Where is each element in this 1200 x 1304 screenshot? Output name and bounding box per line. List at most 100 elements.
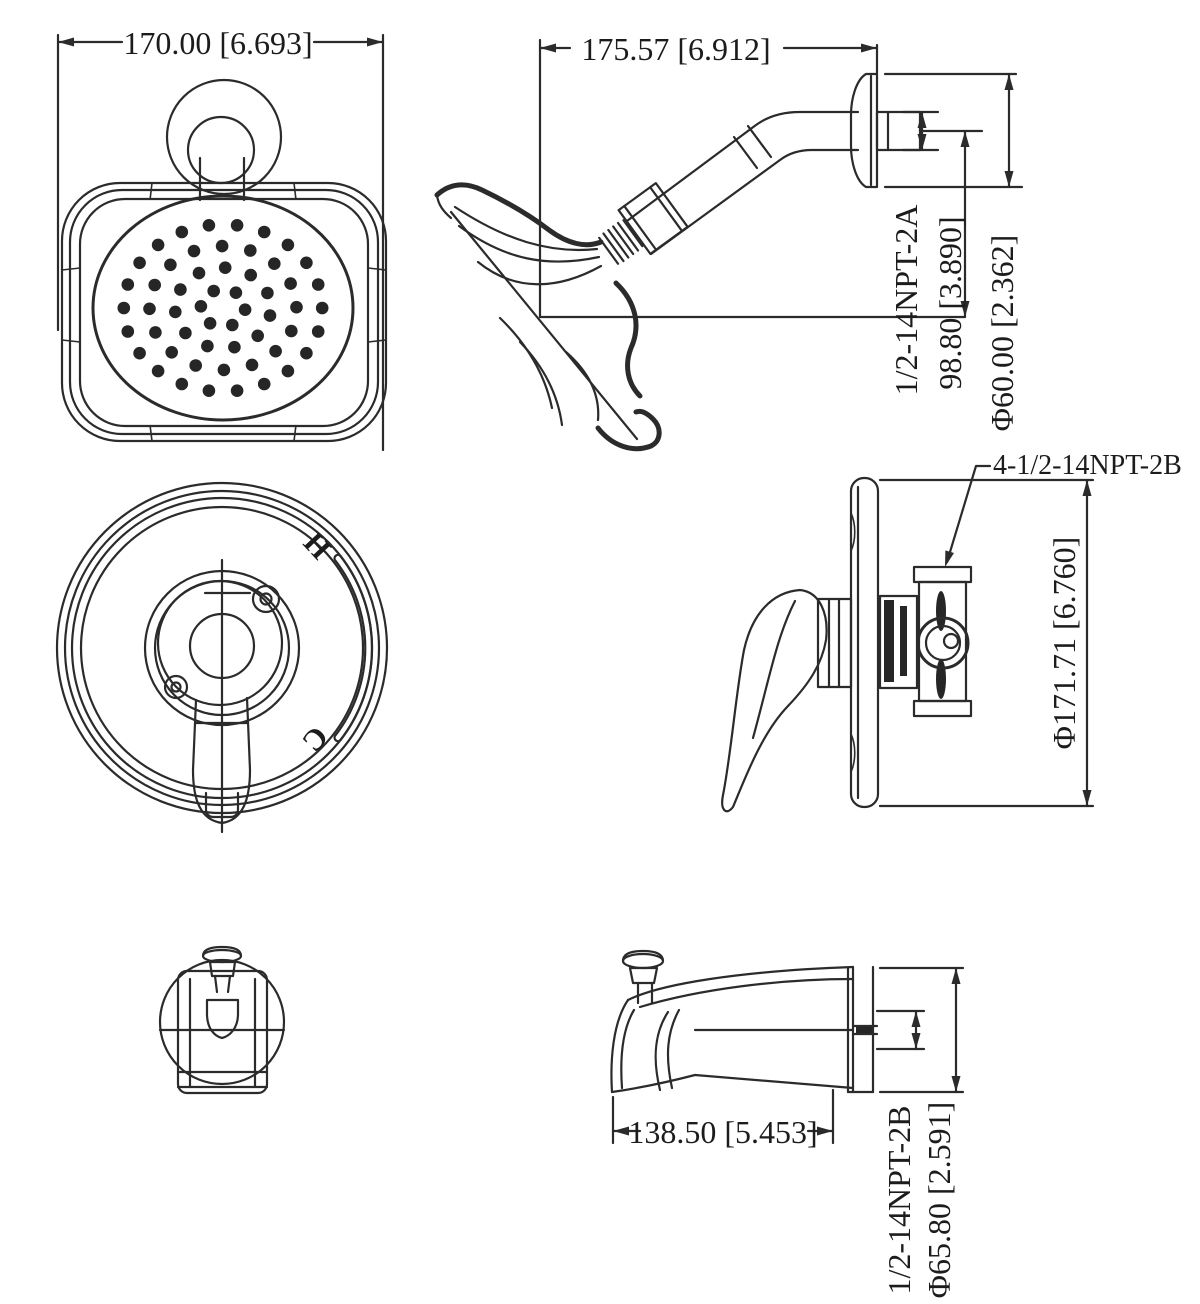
valve-body xyxy=(878,594,919,690)
nozzle-dot xyxy=(281,238,295,252)
nozzle-dot xyxy=(117,301,131,315)
nozzle-dot xyxy=(201,339,214,353)
spout-outlet xyxy=(205,998,240,1040)
nozzle-dot xyxy=(269,344,282,358)
nozzle-dot xyxy=(245,358,259,372)
nozzle-dot xyxy=(230,384,244,398)
nozzle-dot xyxy=(165,346,178,359)
showerhead-front-view: 170.00 [6.693] xyxy=(56,25,388,452)
valve-side-view: 4-1/2-14NPT-2B Φ171.71 [6.760] xyxy=(721,450,1182,813)
nozzle-dot xyxy=(218,261,232,275)
nozzle-dot xyxy=(244,268,257,282)
head-outline-outer xyxy=(60,181,388,443)
nozzle-dot xyxy=(268,257,281,271)
spout-flange-diameter-dimension: Φ65.80 [2.591] xyxy=(921,1102,957,1299)
lever-handle-side xyxy=(721,588,853,813)
nozzle-dot xyxy=(207,284,220,298)
nozzle-dot xyxy=(300,346,313,360)
nozzle-dot xyxy=(215,239,229,253)
nozzle-dot xyxy=(151,364,165,378)
spout-length-dimension: 138.50 [5.453] xyxy=(628,1114,817,1150)
leader-line xyxy=(945,464,992,564)
nozzle-dot xyxy=(284,277,297,290)
nozzle-dot xyxy=(149,326,162,339)
trim-screw xyxy=(163,674,189,700)
spout-body-front xyxy=(176,969,269,1095)
nozzle-dot xyxy=(175,377,189,391)
showerhead-depth-dimension: 175.57 [6.912] xyxy=(581,31,770,67)
flange-diameter-dimension: Φ60.00 [2.362] xyxy=(984,235,1020,432)
nozzle-dot xyxy=(238,303,252,317)
nozzle-dot xyxy=(194,300,208,313)
nozzle-dot xyxy=(311,278,325,291)
nozzle-dot xyxy=(202,219,216,232)
nozzle-dot xyxy=(285,324,298,338)
showerhead-side-view: 175.57 [6.912] xyxy=(434,31,1024,452)
head-outline-mid xyxy=(68,188,380,436)
arm-nipple xyxy=(875,110,922,152)
plate-diameter-dimension: Φ171.71 [6.760] xyxy=(1046,537,1082,750)
nozzle-dot xyxy=(133,346,146,360)
spout-flange-diameter-dimension-group: Φ65.80 [2.591] xyxy=(878,966,965,1299)
arm-thread-dimension: 1/2-14NPT-2A xyxy=(888,205,924,396)
nozzle-dot xyxy=(217,363,231,377)
tub-spout-front-view xyxy=(158,945,286,1095)
tub-spout-side-view: 138.50 [5.453] 1/2-14NPT-2B Φ65.80 [2.59… xyxy=(610,949,965,1299)
nozzle-dot xyxy=(121,325,135,338)
nozzle-dot xyxy=(133,256,146,270)
nozzle-dot xyxy=(261,286,274,300)
plaster-guard xyxy=(912,565,973,718)
valve-thread-label: 4-1/2-14NPT-2B xyxy=(993,450,1182,481)
nozzle-dot xyxy=(189,359,202,372)
drop-dimension-group: 98.80 [3.890] xyxy=(920,129,984,390)
nozzle-dot xyxy=(300,256,313,270)
nozzle-dots xyxy=(117,219,329,398)
nozzle-dot xyxy=(169,305,182,319)
flange-diameter-dimension-group: Φ60.00 [2.362] xyxy=(883,72,1024,432)
nozzle-dot xyxy=(229,286,243,300)
nozzle-dot xyxy=(315,301,329,315)
shower-arm xyxy=(625,110,860,223)
spout-flange-circle xyxy=(158,958,286,1086)
diverter-knob-side xyxy=(621,949,665,1005)
showerhead-width-dimension: 170.00 [6.693] xyxy=(123,25,312,61)
nozzle-dot xyxy=(151,238,165,252)
nozzle-dot xyxy=(202,384,216,398)
nozzle-dot xyxy=(121,278,135,291)
nozzle-dot xyxy=(290,300,303,314)
valve-trim-front-view: H C xyxy=(55,481,389,834)
nozzle-dot xyxy=(263,309,277,322)
arm-thread-dimension-group: 1/2-14NPT-2A xyxy=(888,110,940,396)
nozzle-dot xyxy=(226,318,239,332)
nozzle-dot xyxy=(143,302,156,316)
nozzle-dot xyxy=(251,329,264,343)
showerhead-profile xyxy=(434,182,662,452)
arm-threads-and-nut xyxy=(598,182,689,265)
nozzle-dot xyxy=(164,258,177,272)
spout-body-side xyxy=(610,965,879,1094)
nozzle-dot xyxy=(257,377,271,391)
spout-thread-dimension: 1/2-14NPT-2B xyxy=(881,1105,917,1294)
nozzle-dot xyxy=(230,219,244,232)
nozzle-dot xyxy=(257,225,271,239)
wall-flange xyxy=(849,72,879,189)
nozzle-dot xyxy=(192,266,206,280)
trim-screw xyxy=(251,584,281,614)
temperature-slot xyxy=(333,553,374,743)
diverter-knob-front xyxy=(201,945,243,994)
nozzle-dot xyxy=(148,278,161,292)
nozzle-dot xyxy=(311,325,325,338)
arm-flange-circle xyxy=(165,78,283,196)
nozzle-dot xyxy=(174,283,187,296)
nozzle-dot xyxy=(179,326,192,340)
nozzle-dot xyxy=(228,340,241,354)
spout-length-dimension-group: 138.50 [5.453] xyxy=(611,1088,835,1150)
nozzle-dot xyxy=(175,225,189,239)
nozzle-dot xyxy=(244,244,257,257)
lever-handle xyxy=(156,558,284,834)
head-outline-inner xyxy=(78,197,370,428)
nozzle-dot xyxy=(281,364,295,378)
nozzle-dot xyxy=(203,317,217,330)
